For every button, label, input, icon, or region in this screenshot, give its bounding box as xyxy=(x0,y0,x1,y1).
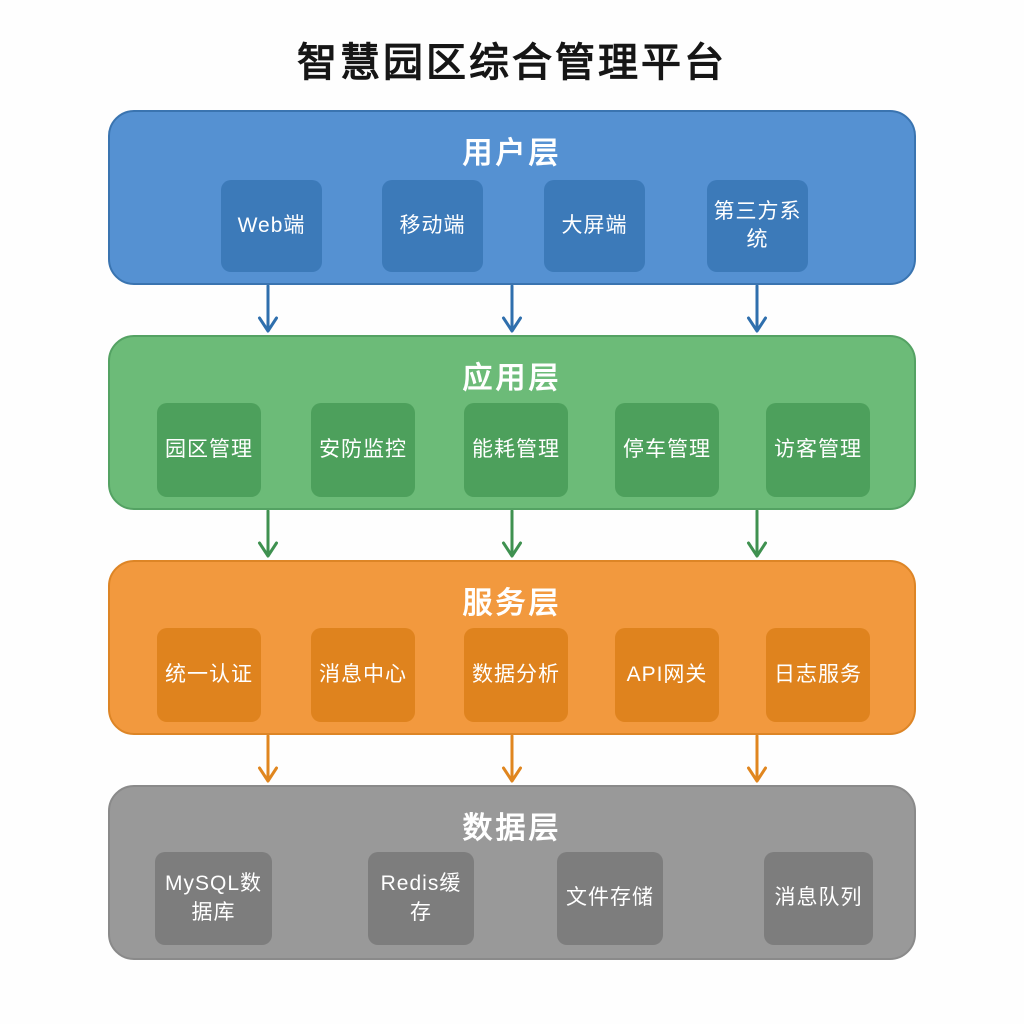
layer-title-user: 用户层 xyxy=(462,137,562,170)
module-box-message-center: 消息中心 xyxy=(311,628,415,722)
flow-arrow-down-icon xyxy=(747,510,767,558)
page-title: 智慧园区综合管理平台 xyxy=(297,41,727,85)
flow-arrow-down-icon xyxy=(747,735,767,783)
flow-arrow-down-icon xyxy=(258,285,278,333)
flow-arrow-down-icon xyxy=(502,735,522,783)
module-box-data-analysis: 数据分析 xyxy=(464,628,568,722)
module-box-web: Web端 xyxy=(221,180,322,272)
module-box-file-storage: 文件存储 xyxy=(557,852,663,945)
layer-title-service: 服务层 xyxy=(462,587,562,620)
flow-arrow-down-icon xyxy=(747,285,767,333)
layer-panel-data: 数据层 MySQL数据库 Redis缓存 文件存储 消息队列 xyxy=(108,785,916,960)
layer-title-data: 数据层 xyxy=(462,812,562,845)
module-box-log-service: 日志服务 xyxy=(766,628,870,722)
flow-arrow-down-icon xyxy=(502,285,522,333)
module-box-redis: Redis缓存 xyxy=(368,852,474,945)
module-box-message-queue: 消息队列 xyxy=(764,852,873,945)
module-box-api-gateway: API网关 xyxy=(615,628,719,722)
flow-arrow-down-icon xyxy=(258,735,278,783)
layer-title-application: 应用层 xyxy=(462,362,562,395)
layer-panel-application: 应用层 园区管理 安防监控 能耗管理 停车管理 访客管理 xyxy=(108,335,916,510)
module-box-mysql: MySQL数据库 xyxy=(155,852,272,945)
module-box-bigscreen: 大屏端 xyxy=(544,180,645,272)
module-box-auth: 统一认证 xyxy=(157,628,261,722)
module-box-parking: 停车管理 xyxy=(615,403,719,497)
module-box-mobile: 移动端 xyxy=(382,180,483,272)
module-box-energy: 能耗管理 xyxy=(464,403,568,497)
layer-panel-service: 服务层 统一认证 消息中心 数据分析 API网关 日志服务 xyxy=(108,560,916,735)
module-box-security: 安防监控 xyxy=(311,403,415,497)
flow-arrow-down-icon xyxy=(502,510,522,558)
layer-panel-user: 用户层 Web端 移动端 大屏端 第三方系统 xyxy=(108,110,916,285)
module-box-park-mgmt: 园区管理 xyxy=(157,403,261,497)
module-box-thirdparty: 第三方系统 xyxy=(707,180,808,272)
flow-arrow-down-icon xyxy=(258,510,278,558)
module-box-visitor: 访客管理 xyxy=(766,403,870,497)
